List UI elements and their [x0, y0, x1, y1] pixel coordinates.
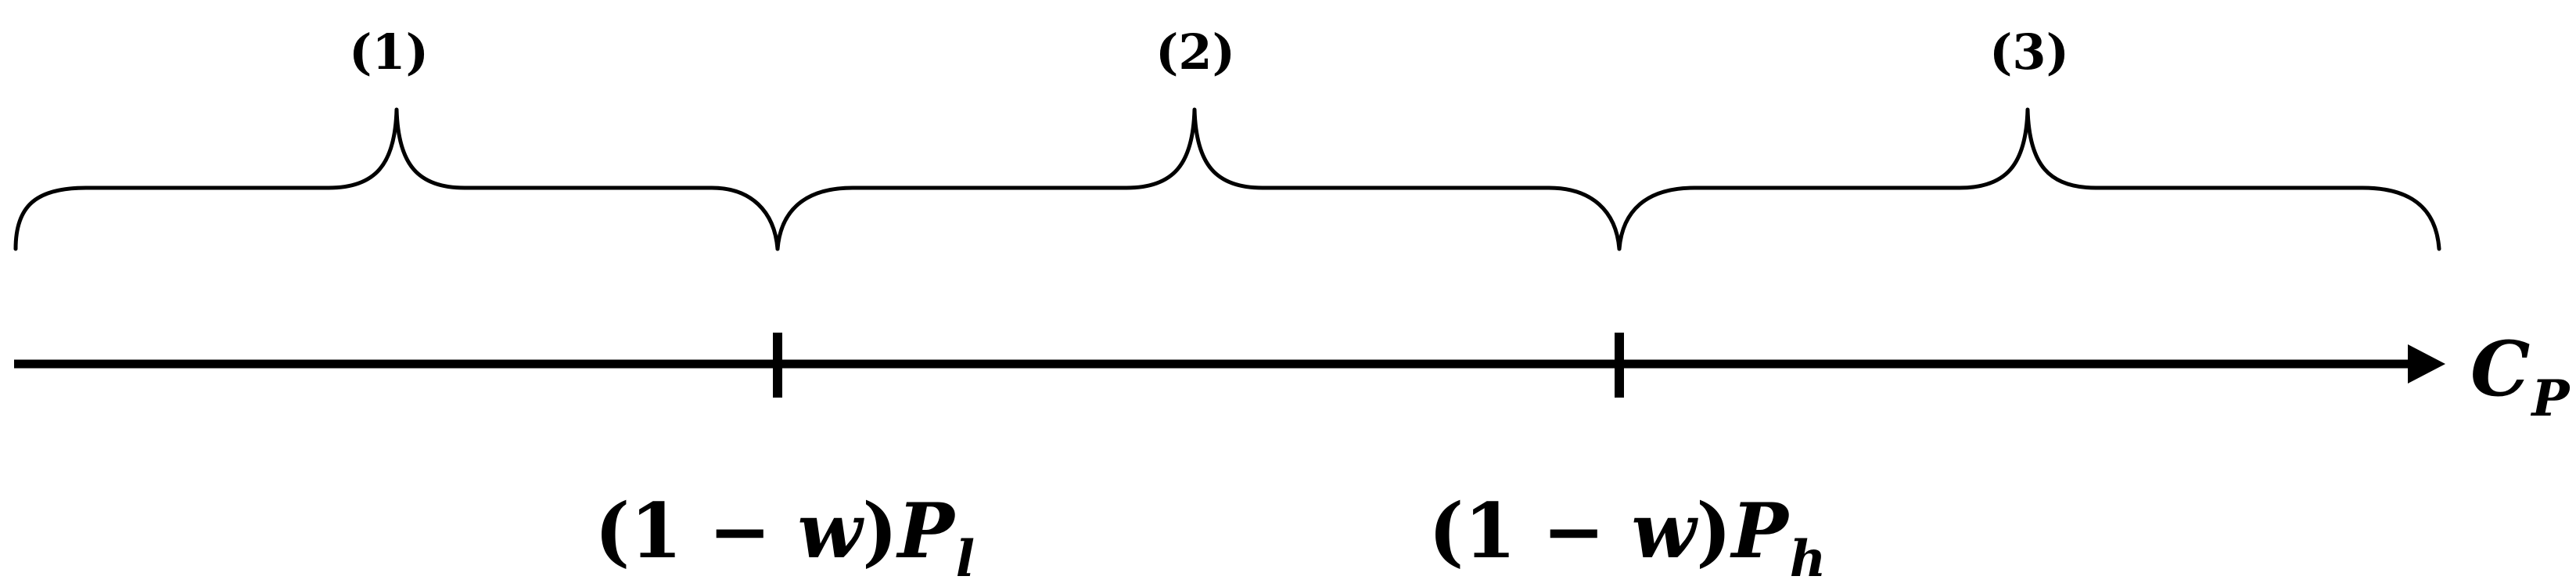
- region-label-2: (2): [1155, 23, 1235, 81]
- threshold-low-coefficient: (1 −: [595, 487, 798, 575]
- threshold-low-subscript: l: [956, 530, 975, 587]
- threshold-low-close: ): [862, 487, 897, 575]
- threshold-label-low: (1 − w)Pl: [595, 487, 975, 587]
- threshold-high-weight: w: [1632, 487, 1699, 575]
- threshold-low-symbol: P: [896, 487, 957, 575]
- brace-region-2: [775, 107, 1622, 251]
- threshold-high-subscript: h: [1790, 530, 1827, 587]
- brace-region-1: [13, 107, 780, 251]
- axis-variable-subscript: P: [2530, 369, 2571, 428]
- threshold-high-symbol: P: [1730, 487, 1791, 575]
- region-label-3: (3): [1989, 23, 2069, 81]
- threshold-low-weight: w: [798, 487, 865, 575]
- axis-variable-symbol: C: [2470, 325, 2530, 413]
- threshold-high-coefficient: (1 −: [1428, 487, 1632, 575]
- threshold-label-high: (1 − w)Ph: [1428, 487, 1826, 587]
- region-label-1: (1): [349, 23, 429, 81]
- threshold-high-close: ): [1696, 487, 1731, 575]
- axis-variable-label: CP: [2470, 325, 2571, 428]
- brace-region-3: [1617, 107, 2441, 251]
- axis-arrowhead: [2408, 344, 2445, 384]
